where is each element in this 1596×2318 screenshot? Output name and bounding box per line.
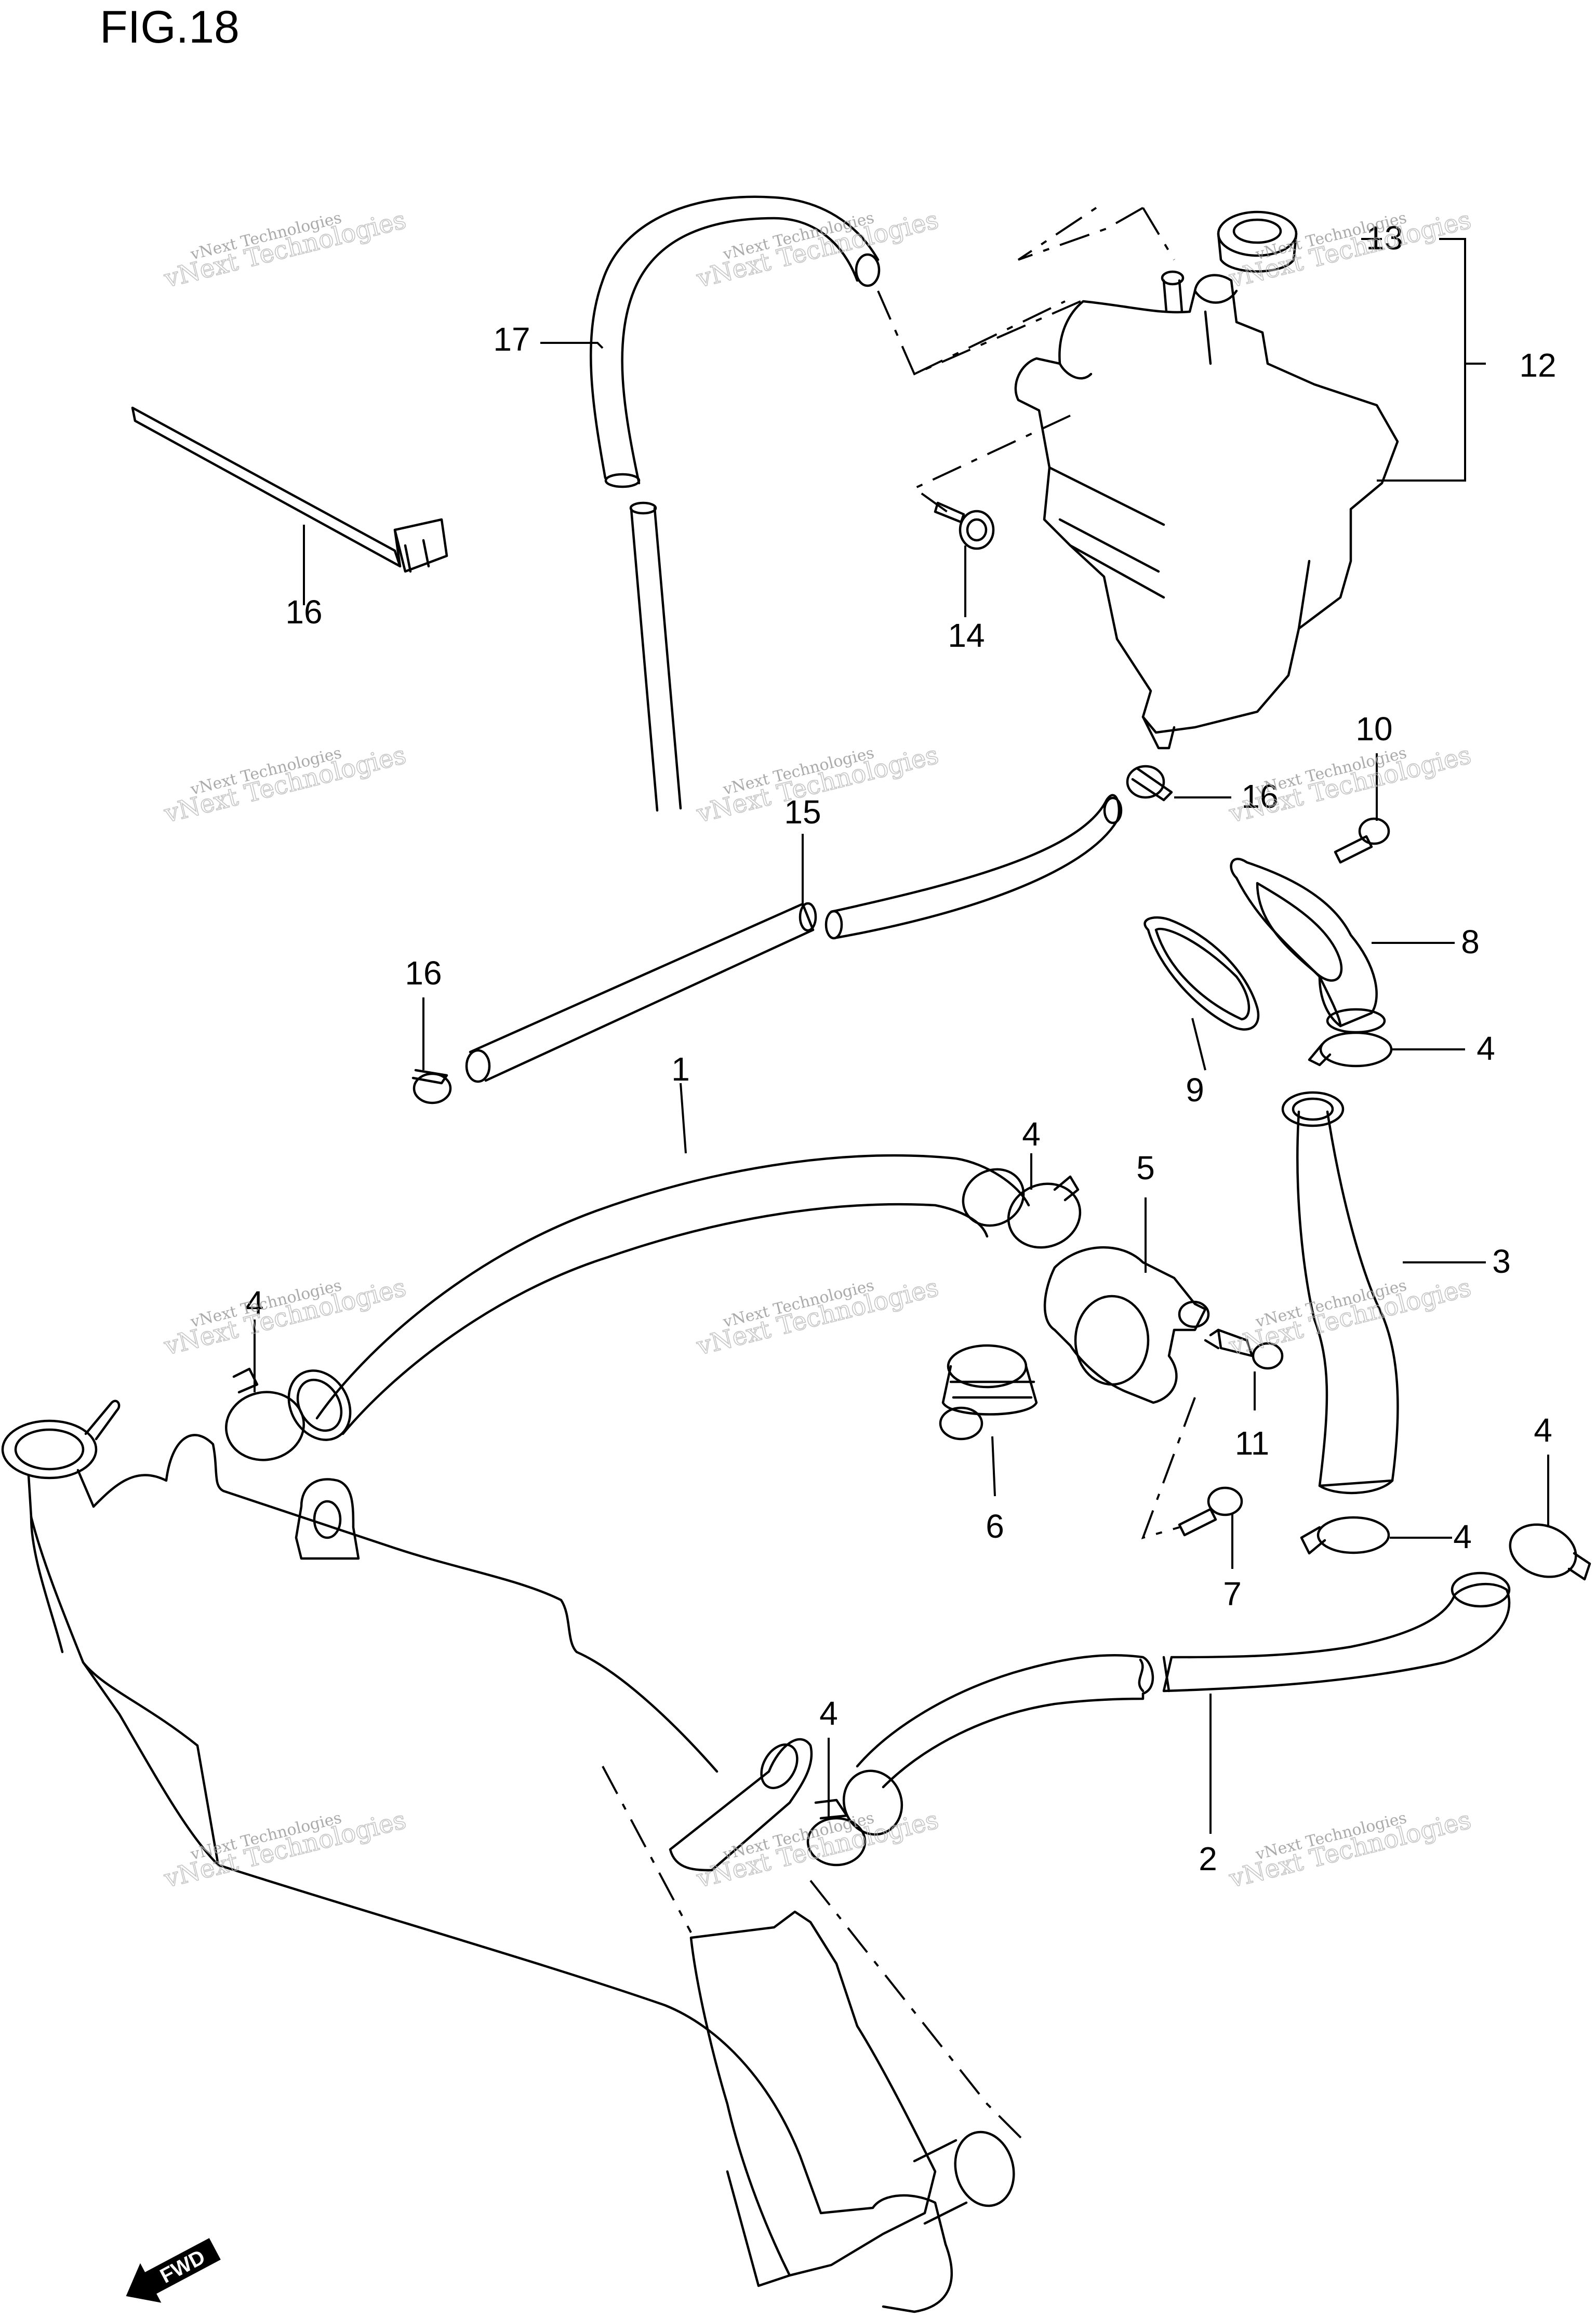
o-ring-9 bbox=[1143, 916, 1260, 1031]
watermark: vNext Technologies vNext Technologies bbox=[1226, 1272, 1474, 1362]
callout-4-e: 4 bbox=[1534, 1411, 1552, 1449]
hose-15 bbox=[465, 794, 1123, 1083]
callout-4-c: 4 bbox=[1477, 1030, 1495, 1067]
clamp-4-c bbox=[1007, 1175, 1082, 1249]
fwd-arrow-icon: FWD bbox=[126, 2238, 221, 2303]
figure-title: FIG.18 bbox=[100, 1, 240, 52]
callout-17: 17 bbox=[493, 321, 530, 358]
bolt-7 bbox=[1178, 1486, 1243, 1537]
callout-2: 2 bbox=[1199, 1840, 1217, 1877]
callout-labels: 1 2 3 4 4 4 4 4 4 5 6 7 8 9 10 11 12 13 … bbox=[245, 219, 1556, 1877]
watermark: vNext Technologies vNext Technologies bbox=[1226, 1805, 1474, 1894]
clamp-4-d bbox=[225, 1367, 305, 1461]
clip-16-upper bbox=[1126, 765, 1173, 802]
callout-7: 7 bbox=[1223, 1575, 1242, 1613]
clamp-4-b bbox=[1300, 1516, 1390, 1555]
fwd-label: FWD bbox=[156, 2245, 209, 2288]
watermark: vNext Technologies vNext Technologies bbox=[161, 740, 409, 829]
clip-16-lower bbox=[411, 1069, 452, 1104]
radiator bbox=[1, 1400, 1030, 2313]
leader-lines bbox=[254, 238, 1549, 1834]
clamp-4-f bbox=[806, 1799, 867, 1867]
cable-tie-16 bbox=[131, 406, 448, 573]
callout-4-a: 4 bbox=[1022, 1115, 1041, 1153]
outlet-cover-8 bbox=[1230, 858, 1386, 1034]
hose-17 bbox=[590, 195, 881, 812]
reservoir-tank bbox=[1014, 210, 1399, 750]
callout-16-a: 16 bbox=[285, 593, 322, 631]
hose-3 bbox=[1281, 1091, 1399, 1495]
callout-5: 5 bbox=[1136, 1149, 1155, 1187]
callout-14: 14 bbox=[948, 617, 985, 654]
clamp-4-e bbox=[1509, 1523, 1591, 1581]
callout-3: 3 bbox=[1492, 1243, 1511, 1280]
callout-10: 10 bbox=[1355, 710, 1392, 748]
callout-11: 11 bbox=[1235, 1424, 1269, 1462]
hose-1 bbox=[287, 1154, 1030, 1441]
watermark: vNext Technologies vNext Technologies bbox=[161, 1805, 409, 1894]
thermostat-6 bbox=[939, 1344, 1038, 1441]
callout-13: 13 bbox=[1366, 219, 1403, 257]
bolt-14 bbox=[934, 501, 995, 550]
callout-15: 15 bbox=[784, 793, 821, 831]
callout-1: 1 bbox=[671, 1050, 690, 1088]
callout-12: 12 bbox=[1519, 347, 1556, 384]
callout-8: 8 bbox=[1461, 923, 1480, 961]
watermark: vNext Technologies vNext Technologies bbox=[693, 205, 942, 294]
hose-2 bbox=[842, 1571, 1511, 1836]
callout-16-c: 16 bbox=[405, 954, 442, 992]
sensor-11 bbox=[1204, 1328, 1284, 1370]
watermark: vNext Technologies vNext Technologies bbox=[1226, 205, 1474, 294]
watermark: vNext Technologies vNext Technologies bbox=[693, 1805, 942, 1894]
callout-4-f: 4 bbox=[819, 1695, 838, 1732]
callout-4-d: 4 bbox=[1453, 1518, 1472, 1555]
thermostat-housing-5 bbox=[1043, 1246, 1210, 1404]
bolt-10 bbox=[1334, 817, 1390, 864]
callout-9: 9 bbox=[1186, 1071, 1204, 1109]
callout-16-b: 16 bbox=[1241, 778, 1278, 815]
watermark: vNext Technologies vNext Technologies bbox=[693, 1272, 942, 1362]
callout-6: 6 bbox=[986, 1508, 1004, 1545]
watermark: vNext Technologies vNext Technologies bbox=[161, 205, 409, 294]
watermark: vNext Technologies vNext Technologies bbox=[161, 1272, 409, 1362]
watermarks: vNext Technologies vNext Technologies vN… bbox=[161, 205, 1474, 1894]
callout-4-b: 4 bbox=[245, 1284, 264, 1322]
clamp-4-a bbox=[1308, 1031, 1393, 1068]
